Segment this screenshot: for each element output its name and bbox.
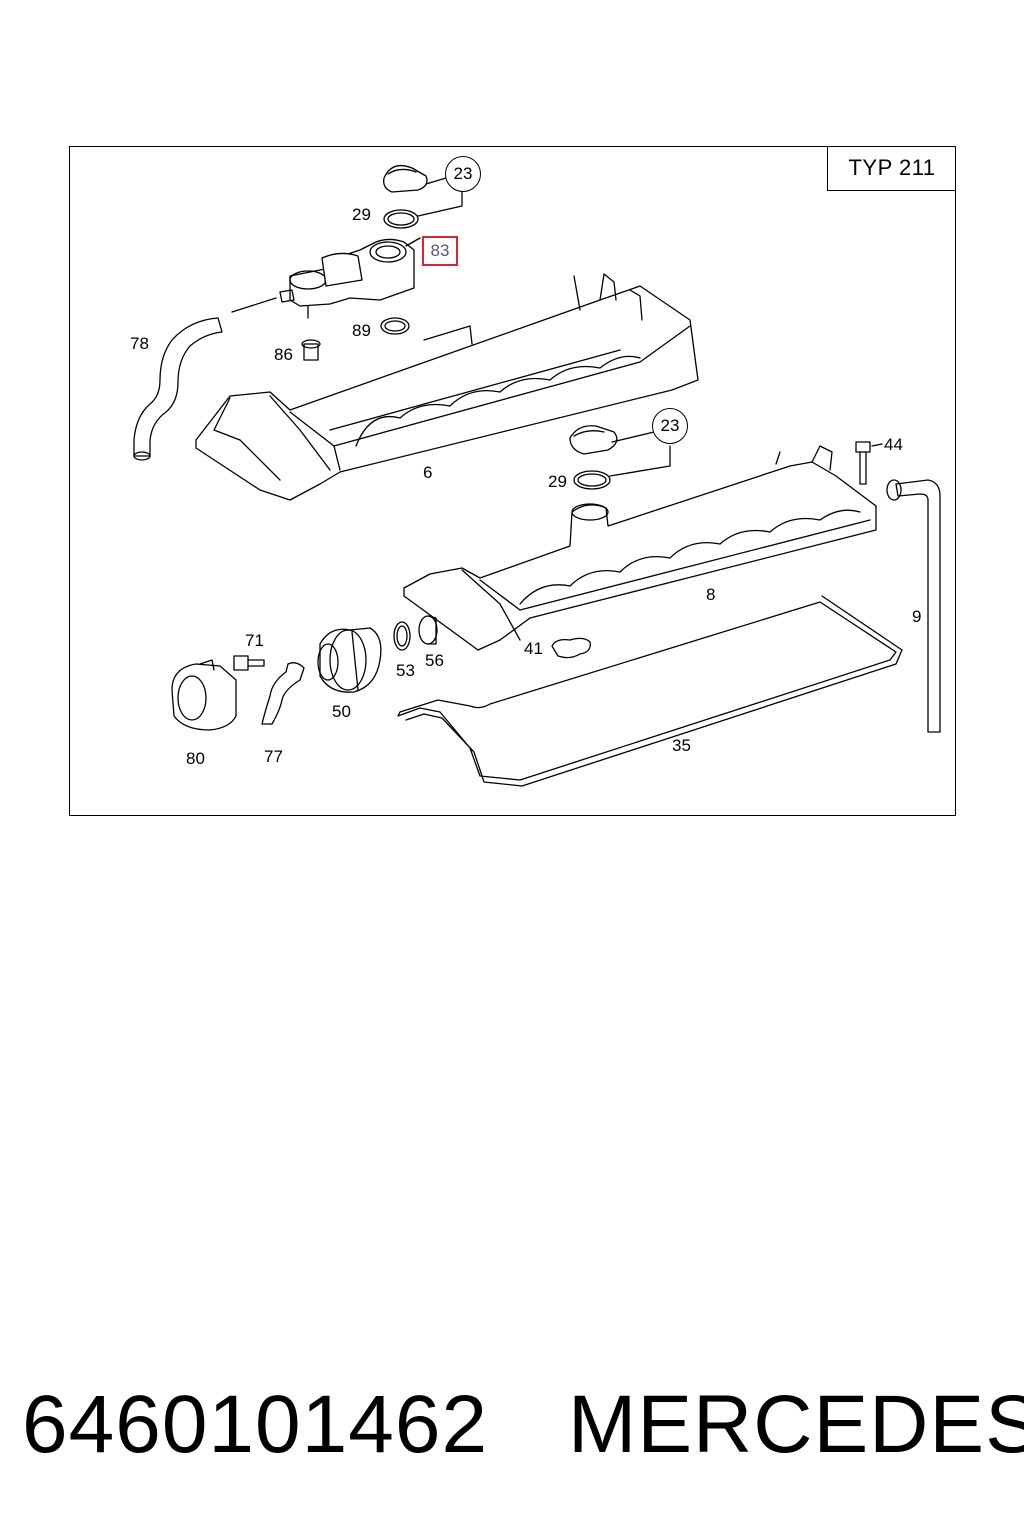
callout-29-upper: 29 xyxy=(352,205,371,224)
callout-86: 86 xyxy=(274,345,293,364)
callout-50: 50 xyxy=(332,702,351,721)
callout-56: 56 xyxy=(425,651,444,670)
callout-9: 9 xyxy=(912,607,922,626)
bolt-71 xyxy=(233,655,265,671)
caption: 6460101462 MERCEDES xyxy=(22,1370,1024,1480)
cylinder-head-cover-upper xyxy=(195,273,699,501)
diagram-frame xyxy=(69,146,956,816)
ring-53 xyxy=(393,621,411,651)
type-label: TYP 211 xyxy=(827,146,956,191)
seal-56 xyxy=(418,615,438,645)
callout-23-upper: 23 xyxy=(445,156,481,192)
callout-23-lower: 23 xyxy=(652,408,688,444)
part-number: 6460101462 xyxy=(22,1379,489,1470)
callout-44: 44 xyxy=(884,435,903,454)
cylinder-head-cover-lower xyxy=(403,445,877,651)
callout-53: 53 xyxy=(396,661,415,680)
callout-6: 6 xyxy=(423,463,433,482)
callout-71: 71 xyxy=(245,631,264,650)
o-ring-89 xyxy=(380,317,410,335)
brand-name: MERCEDES xyxy=(568,1379,1024,1470)
oil-separator-50 xyxy=(317,627,382,693)
o-ring-lower xyxy=(573,470,611,490)
exploded-parts-drawing xyxy=(133,164,941,787)
oil-filler-cap-lower xyxy=(569,425,655,455)
callout-83-highlighted: 83 xyxy=(422,236,458,266)
oil-filler-cap-upper xyxy=(383,164,447,193)
callout-80: 80 xyxy=(186,749,205,768)
oil-separator-housing xyxy=(279,237,421,319)
callout-41: 41 xyxy=(524,639,543,658)
callout-29-lower: 29 xyxy=(548,472,567,491)
callout-78: 78 xyxy=(130,334,149,353)
callout-89: 89 xyxy=(352,321,371,340)
vent-pipe-9 xyxy=(886,479,941,733)
plug-86 xyxy=(301,339,321,361)
o-ring-upper xyxy=(383,209,419,229)
cover-80 xyxy=(171,659,237,731)
callout-77: 77 xyxy=(264,747,283,766)
valve-cover-gasket xyxy=(397,595,903,787)
gasket-41 xyxy=(551,637,591,659)
callout-8: 8 xyxy=(706,585,716,604)
hose-77 xyxy=(261,662,305,725)
callout-35: 35 xyxy=(672,736,691,755)
bolt-44 xyxy=(855,441,883,485)
